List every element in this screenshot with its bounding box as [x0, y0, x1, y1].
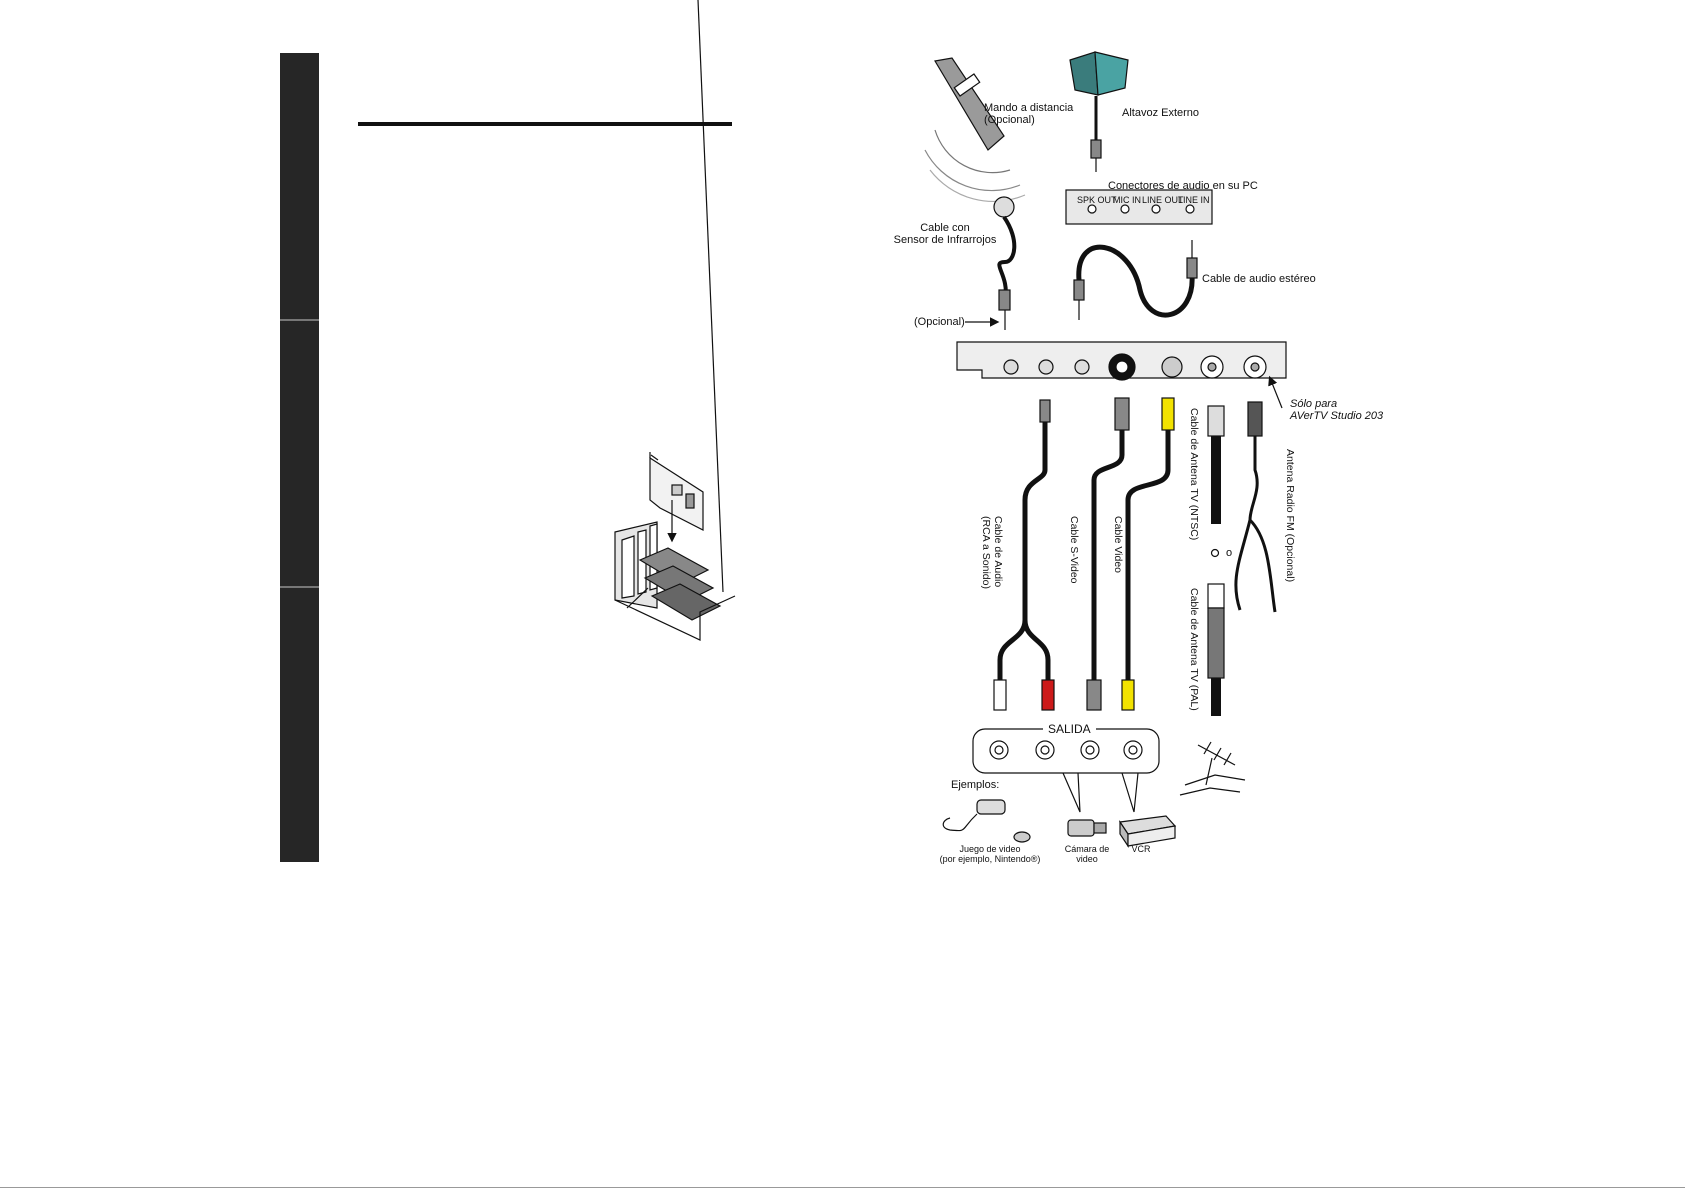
speaker-label: Altavoz Externo	[1122, 107, 1200, 119]
antenna-pal-label: Cable de Antena TV (PAL)	[1188, 588, 1200, 711]
example-vcr-label: VCR	[1131, 844, 1151, 854]
remote-control-illustration	[924, 57, 1026, 202]
pci-card-install-illustration	[614, 0, 736, 641]
video-cable-illustration	[1121, 397, 1175, 711]
section-heading-rule	[358, 122, 732, 126]
or-label: o	[1226, 547, 1233, 559]
spk-out-label: SPK OUT	[1077, 195, 1117, 205]
line-in-label: LINE IN	[1178, 195, 1210, 205]
remote-label: Mando a distancia(Opcional)	[984, 102, 1074, 126]
video-camera-illustration	[1067, 819, 1107, 837]
audio-cable-label: Cable de Audio(RCA a Sonido)	[980, 516, 1004, 589]
audio-rca-cable-illustration	[993, 399, 1055, 711]
video-cable-label: Cable Video	[1112, 516, 1124, 574]
fm-antenna-label: Antena Radio FM (Opcional)	[1284, 449, 1296, 583]
output-label: SALIDA	[1043, 723, 1096, 735]
examples-label: Ejemplos:	[951, 779, 1000, 791]
line-out-label: LINE OUT	[1142, 195, 1184, 205]
stereo-audio-cable-illustration	[1073, 240, 1198, 320]
fm-antenna-illustration	[1234, 401, 1277, 613]
vcr-illustration	[1118, 815, 1177, 848]
tv-antenna-illustration	[1179, 741, 1246, 796]
page-bottom-edge	[0, 1187, 1685, 1188]
side-tab-divider	[280, 319, 319, 321]
pc-audio-label: Conectores de audio en su PC	[1108, 180, 1258, 192]
external-speaker-illustration	[1069, 51, 1129, 172]
side-tab-bar	[280, 53, 319, 862]
game-console-illustration	[942, 799, 1031, 843]
side-tab-divider	[280, 586, 319, 588]
antenna-ntsc-label: Cable de Antena TV (NTSC)	[1188, 408, 1200, 541]
mic-in-label: MIC IN	[1113, 195, 1141, 205]
optional-label: (Opcional)	[914, 316, 965, 328]
svideo-cable-label: Cable S-Video	[1068, 516, 1080, 584]
ir-sensor-cable-illustration	[993, 196, 1017, 330]
stereo-cable-label: Cable de audio estéreo	[1202, 273, 1316, 285]
antenna-ntsc-cable-illustration	[1207, 405, 1225, 524]
svideo-cable-illustration	[1086, 397, 1130, 711]
antenna-pal-cable-illustration	[1207, 583, 1225, 716]
example-game-label: Juego de video(por ejemplo, Nintendo®)	[939, 844, 1041, 864]
